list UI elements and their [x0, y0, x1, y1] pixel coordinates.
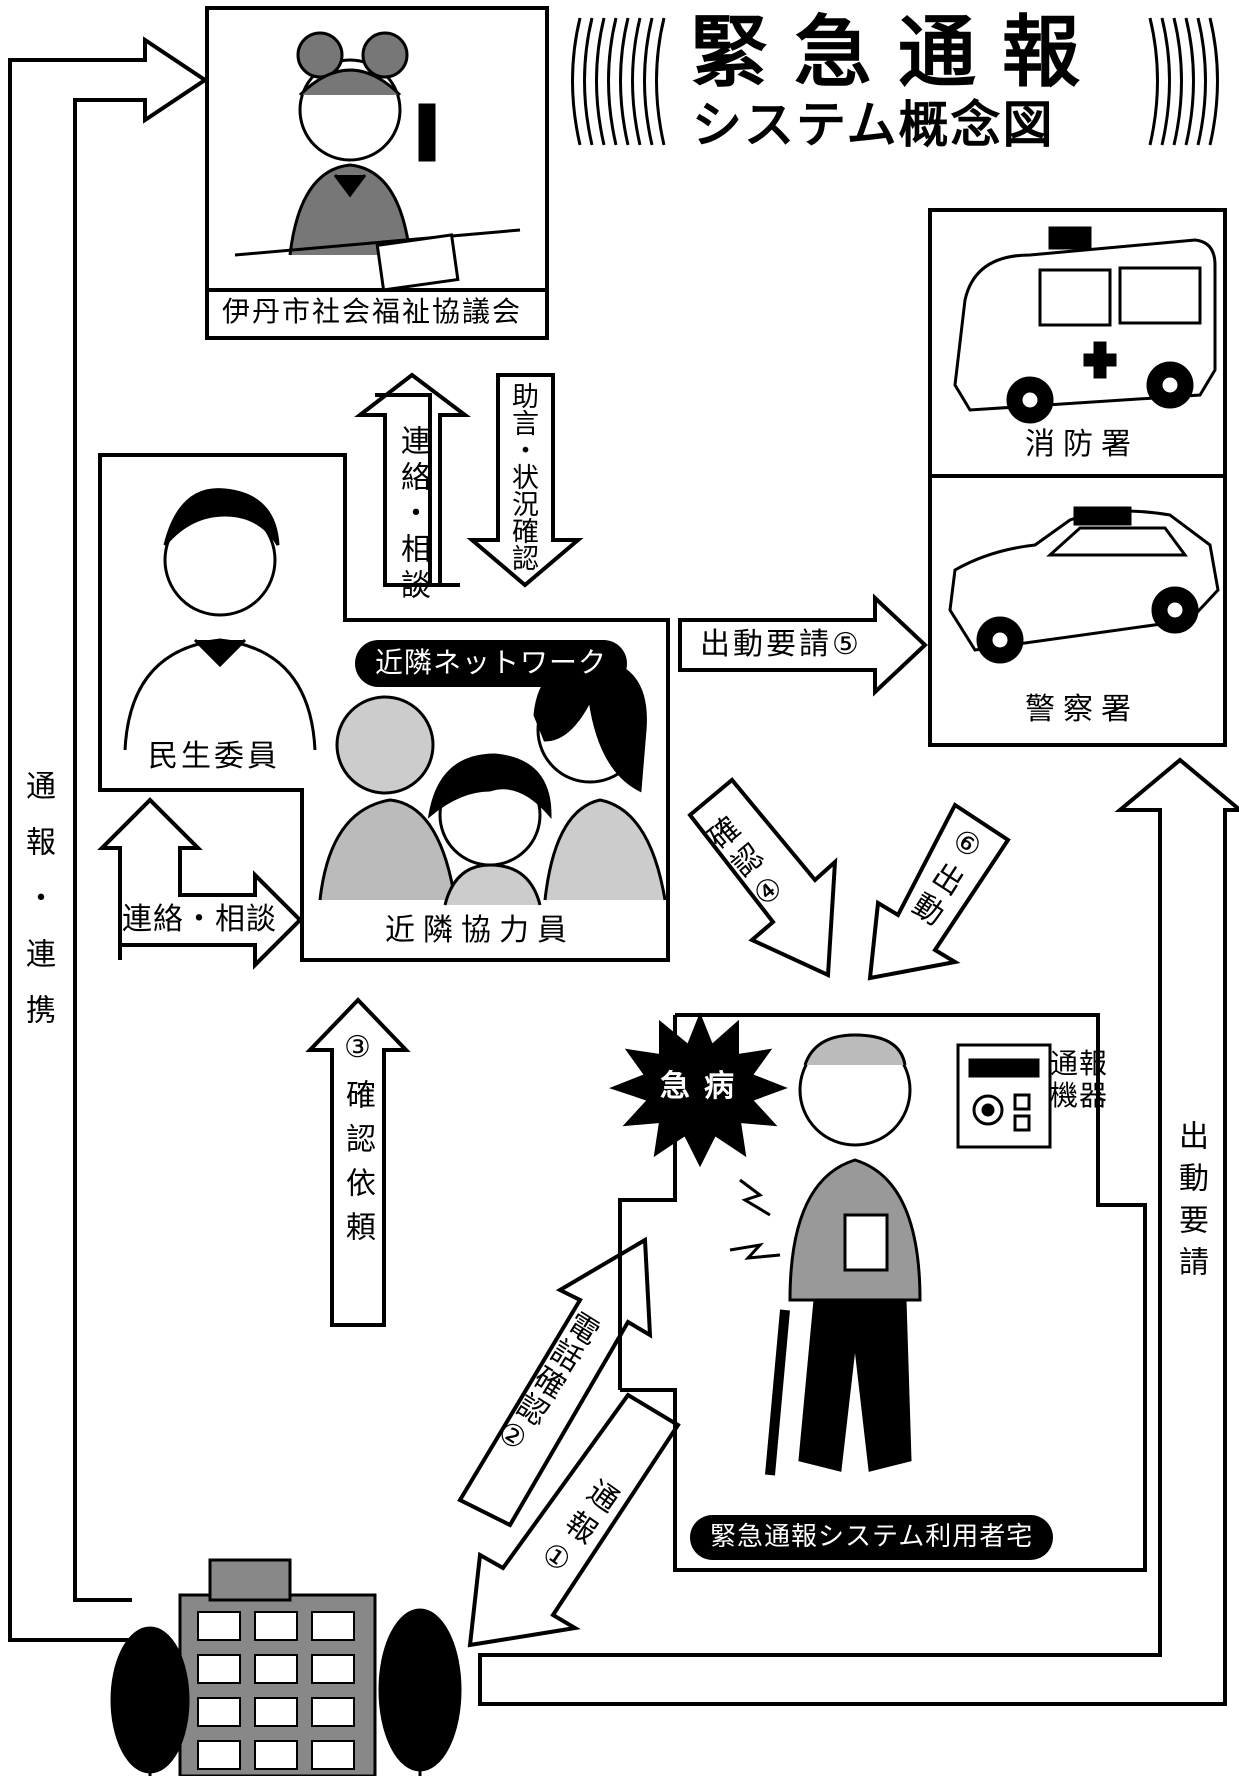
- advice-label: 助言・状況確認: [507, 382, 538, 571]
- fire-station-label: 消防署: [1025, 427, 1139, 462]
- ambulance-illustration: [953, 226, 1217, 424]
- right-dispatch-arrow: [478, 757, 1239, 1706]
- minsei-label: 民生委員: [148, 739, 280, 774]
- title-signal-lines-right: [1148, 17, 1219, 146]
- device-label: 通報機器: [1050, 1047, 1109, 1113]
- sudden-illness-label: 急病: [660, 1069, 748, 1104]
- notify-1-arrow: [467, 1392, 681, 1648]
- contact-side-arrow: [97, 797, 303, 970]
- user-home-frame: [620, 1013, 1147, 1572]
- title-line2: システム概念図: [692, 96, 1055, 154]
- sudden-illness-burst: [609, 1012, 788, 1168]
- contact-up-label: 連絡・相談: [395, 425, 430, 605]
- alarm-device-icon: [956, 1043, 1052, 1149]
- neighbor-network-badge: 近隣ネットワーク: [355, 640, 628, 687]
- police-car-illustration: [948, 506, 1220, 664]
- left-notify-label: 通報・連携: [20, 770, 55, 1050]
- confirm-request-3-arrow: [305, 997, 411, 1327]
- left-notify-arrow: [8, 36, 209, 1642]
- title-line1: 緊急通報: [690, 8, 1107, 98]
- confirm-request-3-label: ③確認依頼: [340, 1030, 375, 1255]
- right-dispatch-label: 出動要請: [1173, 1120, 1208, 1288]
- advice-down-arrow: [466, 373, 584, 588]
- neighbors-illustration: [318, 658, 667, 906]
- council-frame: [205, 6, 549, 340]
- dispatch-request-5-label: 出動要請⑤: [700, 627, 862, 662]
- dispatch-request-5-arrow: [678, 593, 928, 697]
- police-station-label: 警察署: [1025, 692, 1139, 727]
- council-label: 伊丹市社会福祉協議会: [222, 295, 523, 328]
- contact-side-label: 連絡・相談: [122, 902, 277, 937]
- phone-confirm-2-arrow: [457, 1236, 653, 1528]
- dispatch-6-arrow: [867, 802, 1011, 981]
- receptionist-illustration: [234, 31, 521, 292]
- call-center-building: [110, 1558, 462, 1776]
- community-frame: [98, 453, 670, 962]
- neighbors-label: 近隣協力員: [385, 913, 575, 948]
- minsei-man-illustration: [123, 488, 317, 751]
- user-home-badge: 緊急通報システム利用者宅: [690, 1515, 1054, 1560]
- confirm-4-arrow: [687, 777, 838, 979]
- title-signal-lines-left: [571, 17, 666, 146]
- elderly-user-illustration: [765, 1033, 922, 1476]
